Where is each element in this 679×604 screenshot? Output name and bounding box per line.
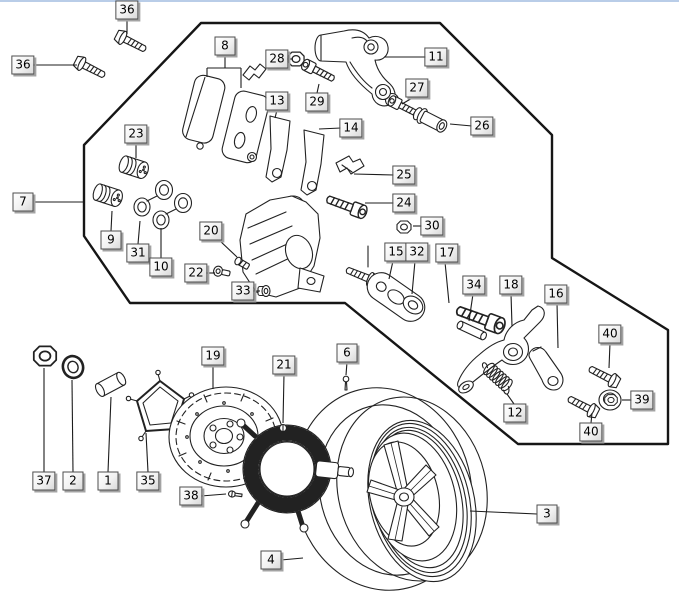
part-slide-pin-29	[299, 57, 338, 85]
callout-34[interactable]: 34	[462, 275, 486, 295]
part-screw-6	[342, 375, 350, 391]
assembly-outline	[82, 21, 670, 446]
part-brake-caliper	[239, 195, 325, 298]
window-top-strip	[0, 0, 679, 2]
part-seal-set-31	[133, 179, 174, 217]
callout-4[interactable]: 4	[260, 550, 282, 570]
part-bolt-40a	[585, 361, 623, 391]
part-abs-ring-21	[236, 418, 355, 533]
part-bleeder-20	[234, 256, 250, 270]
part-bolt-36b	[71, 53, 109, 83]
part-pad-spring-25	[335, 155, 365, 175]
part-caliper-bracket-11	[314, 29, 400, 108]
part-disc-screw-38	[227, 490, 243, 498]
part-shim-13	[265, 115, 291, 183]
part-piston-23	[116, 154, 151, 181]
part-cap-nut-33	[257, 284, 271, 298]
part-pin-24	[324, 191, 370, 221]
callout-28[interactable]: 28	[265, 49, 289, 69]
callout-13[interactable]: 13	[265, 91, 289, 111]
part-shim-14	[300, 129, 325, 196]
part-seal-set-10	[152, 192, 193, 230]
part-sensor-bracket-35	[125, 369, 195, 442]
callout-37[interactable]: 37	[32, 471, 56, 491]
callout-9[interactable]: 9	[100, 230, 122, 250]
callout-22[interactable]: 22	[184, 263, 208, 283]
callout-36[interactable]: 36	[11, 55, 35, 75]
callout-10[interactable]: 10	[149, 257, 173, 277]
callout-40[interactable]: 40	[579, 422, 603, 442]
callout-6[interactable]: 6	[336, 343, 358, 363]
part-brake-pad-outer	[182, 74, 226, 150]
part-return-spring-12	[481, 362, 513, 395]
callout-1[interactable]: 1	[97, 471, 119, 491]
callout-33[interactable]: 33	[231, 281, 255, 301]
part-nut-30	[396, 220, 412, 234]
part-bolt-36a	[112, 27, 150, 57]
callout-17[interactable]: 17	[435, 243, 459, 263]
callout-16[interactable]: 16	[544, 284, 568, 304]
callout-31[interactable]: 31	[126, 243, 150, 263]
callout-35[interactable]: 35	[136, 471, 160, 491]
callout-38[interactable]: 38	[179, 486, 203, 506]
callout-15[interactable]: 15	[384, 242, 408, 262]
leader-lines	[33, 19, 632, 561]
callout-8[interactable]: 8	[214, 36, 236, 56]
part-spacer-1	[94, 371, 127, 397]
part-brake-lever-18	[457, 305, 545, 394]
callout-39[interactable]: 39	[630, 390, 654, 410]
part-bushing-26	[412, 107, 448, 133]
part-lever-arm-16	[528, 346, 564, 391]
callout-21[interactable]: 21	[272, 355, 296, 375]
callout-7[interactable]: 7	[12, 192, 34, 212]
part-seal-32	[402, 295, 424, 315]
callout-27[interactable]: 27	[405, 78, 429, 98]
part-brake-pad-inner	[221, 90, 270, 164]
part-wheel-rim-3	[366, 419, 477, 583]
part-ring-2	[61, 354, 85, 380]
callout-19[interactable]: 19	[201, 346, 225, 366]
part-washer-nut-39	[598, 389, 622, 411]
callout-25[interactable]: 25	[392, 165, 416, 185]
callout-30[interactable]: 30	[420, 216, 444, 236]
part-axle-nut-37	[32, 345, 58, 367]
callout-18[interactable]: 18	[499, 275, 523, 295]
callout-2[interactable]: 2	[62, 471, 84, 491]
callout-3[interactable]: 3	[536, 504, 558, 524]
part-pad-retainer-clip	[242, 63, 267, 81]
callout-26[interactable]: 26	[470, 116, 494, 136]
part-bleed-valve-22	[213, 265, 231, 277]
part-bolt-40b	[564, 391, 602, 421]
callout-12[interactable]: 12	[503, 403, 527, 423]
callout-11[interactable]: 11	[424, 47, 448, 67]
callout-29[interactable]: 29	[305, 92, 329, 112]
callout-20[interactable]: 20	[199, 221, 223, 241]
callout-36[interactable]: 36	[115, 0, 139, 20]
callout-40[interactable]: 40	[598, 324, 622, 344]
part-piston-9	[90, 182, 125, 209]
callout-23[interactable]: 23	[124, 124, 148, 144]
callout-24[interactable]: 24	[392, 193, 416, 213]
part-gasket-15	[366, 272, 426, 322]
callout-14[interactable]: 14	[339, 118, 363, 138]
callout-32[interactable]: 32	[405, 242, 429, 262]
